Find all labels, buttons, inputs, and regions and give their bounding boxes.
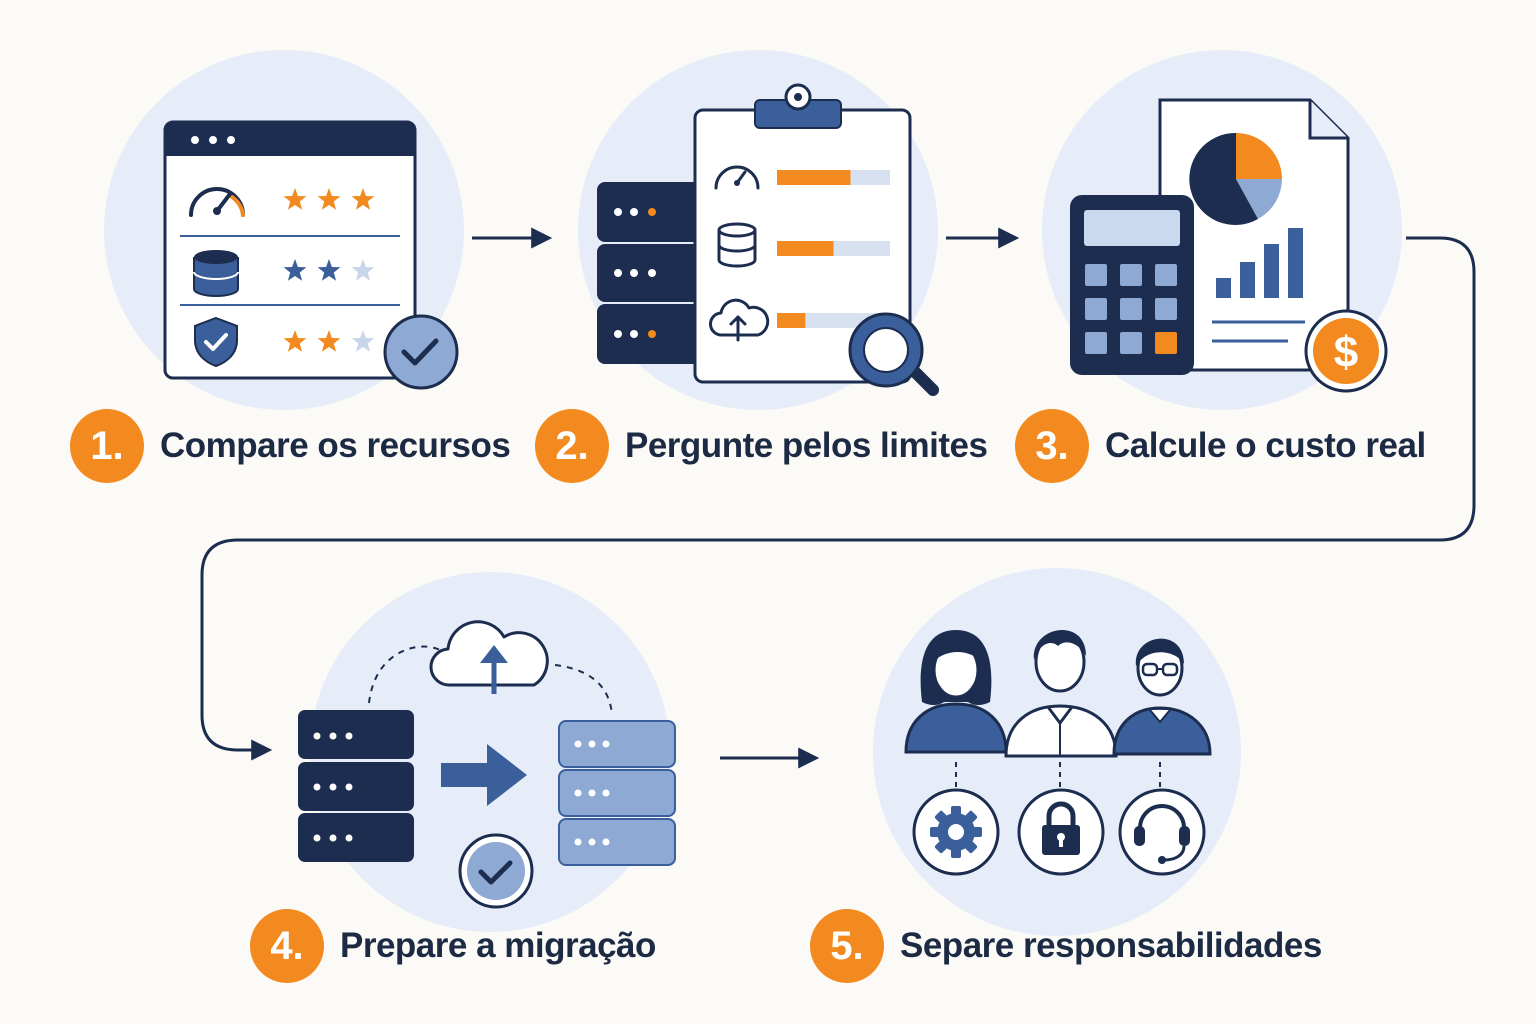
rating-stars: [283, 188, 375, 352]
step-1-number-badge: 1.: [70, 409, 144, 483]
filled-star-icon: [283, 330, 307, 352]
cloud-upload-icon: [709, 298, 770, 342]
dashed-connector: [554, 664, 613, 716]
man-glasses-person-icon: [1112, 638, 1212, 756]
flow-arrow-3-4: [200, 236, 1476, 761]
limit-bar-fill: [777, 241, 834, 256]
step-2-number-badge: 2.: [535, 409, 609, 483]
migration-arrow-icon: [441, 744, 527, 806]
filled-star-icon: [283, 259, 307, 281]
step-2-title: Pergunte pelos limites: [625, 426, 988, 465]
database-outline-icon: [717, 222, 757, 268]
cost-report-icon: [1158, 98, 1350, 372]
gear-icon: [912, 788, 1000, 876]
empty-star-icon: [351, 330, 375, 352]
step-2-illustration: [578, 50, 939, 410]
step-1-label: 1. Compare os recursos: [70, 409, 511, 483]
step-3-label: 3. Calcule o custo real: [1015, 409, 1426, 483]
limit-bars: [777, 170, 890, 328]
filled-star-icon: [317, 188, 341, 210]
step-5-title: Separe responsabilidades: [900, 926, 1322, 965]
filled-star-icon: [351, 188, 375, 210]
filled-star-icon: [317, 259, 341, 281]
clipboard-limits-icon: [693, 83, 912, 384]
step-4-number-badge: 4.: [250, 909, 324, 983]
step-4-illustration: [298, 572, 676, 932]
bar-chart-icon: [1216, 228, 1303, 298]
step-2-label: 2. Pergunte pelos limites: [535, 409, 988, 483]
limit-bar-fill: [777, 313, 806, 328]
feature-comparison-window-icon: [163, 120, 417, 380]
responsibility-connectors: [955, 762, 1161, 790]
dollar-coin-icon: $: [1304, 309, 1388, 393]
woman-person-icon: [904, 630, 1008, 754]
shield-check-icon: [194, 316, 238, 368]
filled-star-icon: [317, 330, 341, 352]
step-3-illustration: $: [1042, 50, 1402, 410]
man-person-icon: [1004, 630, 1118, 758]
gauge-small-icon: [714, 165, 760, 190]
source-server-stack-icon: [298, 710, 414, 862]
checkmark-badge-icon: [383, 314, 459, 390]
step-1-illustration: [104, 50, 464, 410]
step-4-title: Prepare a migração: [340, 926, 656, 965]
step-5-illustration: [873, 568, 1241, 936]
step-3-number-badge: 3.: [1015, 409, 1089, 483]
step-1-title: Compare os recursos: [160, 426, 511, 465]
filled-star-icon: [283, 188, 307, 210]
step-3-title: Calcule o custo real: [1105, 426, 1426, 465]
flow-connectors: [200, 227, 1476, 769]
server-stack-icon: [597, 182, 705, 364]
speedometer-icon: [189, 187, 245, 217]
database-icon: [193, 250, 239, 297]
target-server-stack-icon: [558, 720, 676, 866]
checkmark-badge-icon: [458, 833, 534, 909]
step-5-label: 5. Separe responsabilidades: [810, 909, 1322, 983]
calculator-icon: [1070, 195, 1194, 375]
empty-star-icon: [351, 259, 375, 281]
headset-support-icon: [1118, 788, 1206, 876]
cloud-upload-icon: [429, 620, 549, 694]
magnifier-icon: [848, 312, 939, 396]
limit-bar-fill: [777, 170, 851, 185]
currency-symbol: $: [1334, 328, 1358, 377]
dashed-connector: [368, 645, 441, 704]
lock-icon: [1017, 788, 1105, 876]
step-5-number-badge: 5.: [810, 909, 884, 983]
step-4-label: 4. Prepare a migração: [250, 909, 656, 983]
pie-chart-icon: [1189, 132, 1282, 225]
